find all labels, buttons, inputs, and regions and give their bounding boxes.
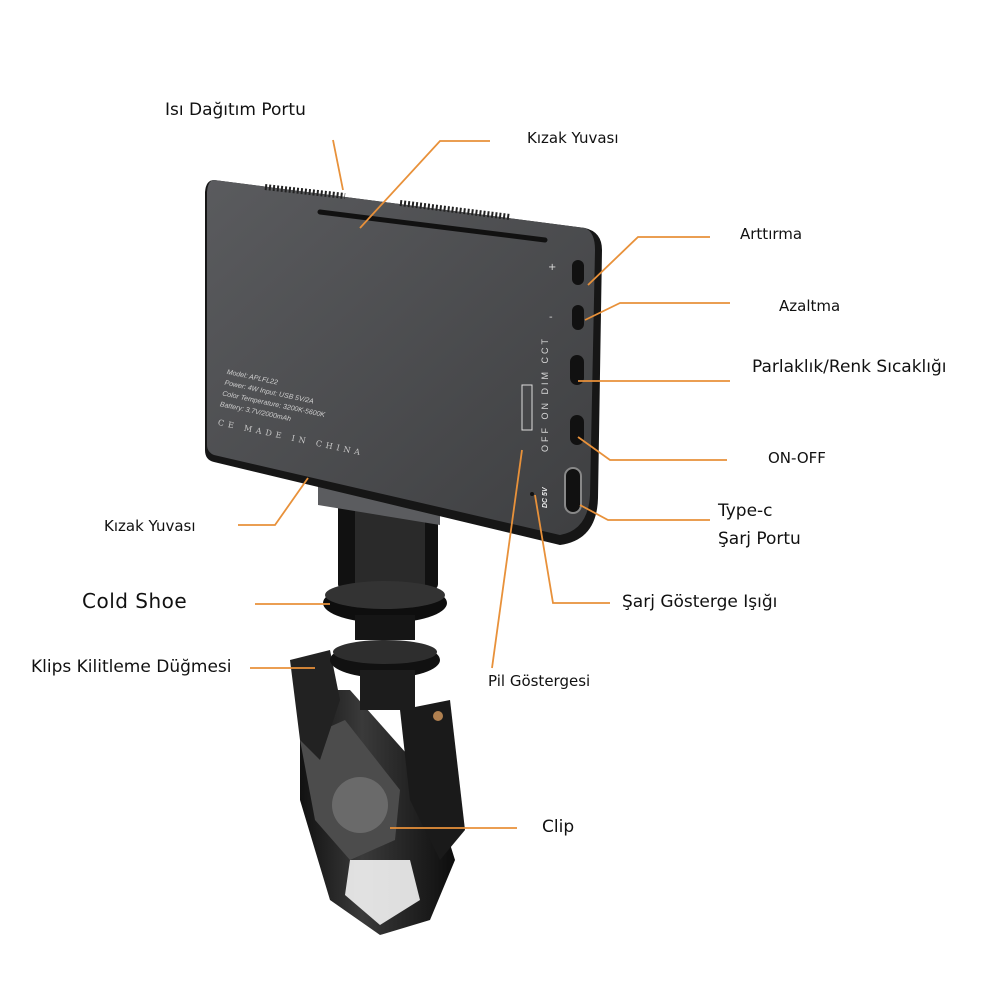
switch-position-text: OFF ON DIM CCT xyxy=(540,336,550,452)
label-heat-port: Isı Dağıtım Portu xyxy=(165,100,306,120)
clip xyxy=(290,650,465,935)
side-controls xyxy=(564,260,584,514)
label-on-off: ON-OFF xyxy=(768,449,826,467)
label-slide-slot-top: Kızak Yuvası xyxy=(527,129,619,147)
label-battery-indicator: Pil Göstergesi xyxy=(488,672,591,690)
leader-lines xyxy=(238,139,730,829)
label-typec-line2: Şarj Portu xyxy=(718,529,801,549)
led-light-body xyxy=(205,180,602,545)
label-brightness-cct: Parlaklık/Renk Sıcaklığı xyxy=(752,357,947,377)
minus-mark: - xyxy=(549,312,553,323)
label-typec-line1: Type-c xyxy=(718,501,773,521)
cold-shoe-mount xyxy=(318,478,447,710)
label-clip-lock: Klips Kilitleme Düğmesi xyxy=(31,657,232,677)
dc-text: DC 5V xyxy=(542,487,549,508)
label-clip: Clip xyxy=(542,817,575,837)
label-slide-slot-left: Kızak Yuvası xyxy=(104,517,196,535)
label-cold-shoe: Cold Shoe xyxy=(82,589,188,613)
label-increase: Arttırma xyxy=(740,225,803,243)
plus-mark: + xyxy=(548,262,557,273)
label-decrease: Azaltma xyxy=(779,297,841,315)
label-charge-indicator: Şarj Gösterge Işığı xyxy=(622,592,778,612)
